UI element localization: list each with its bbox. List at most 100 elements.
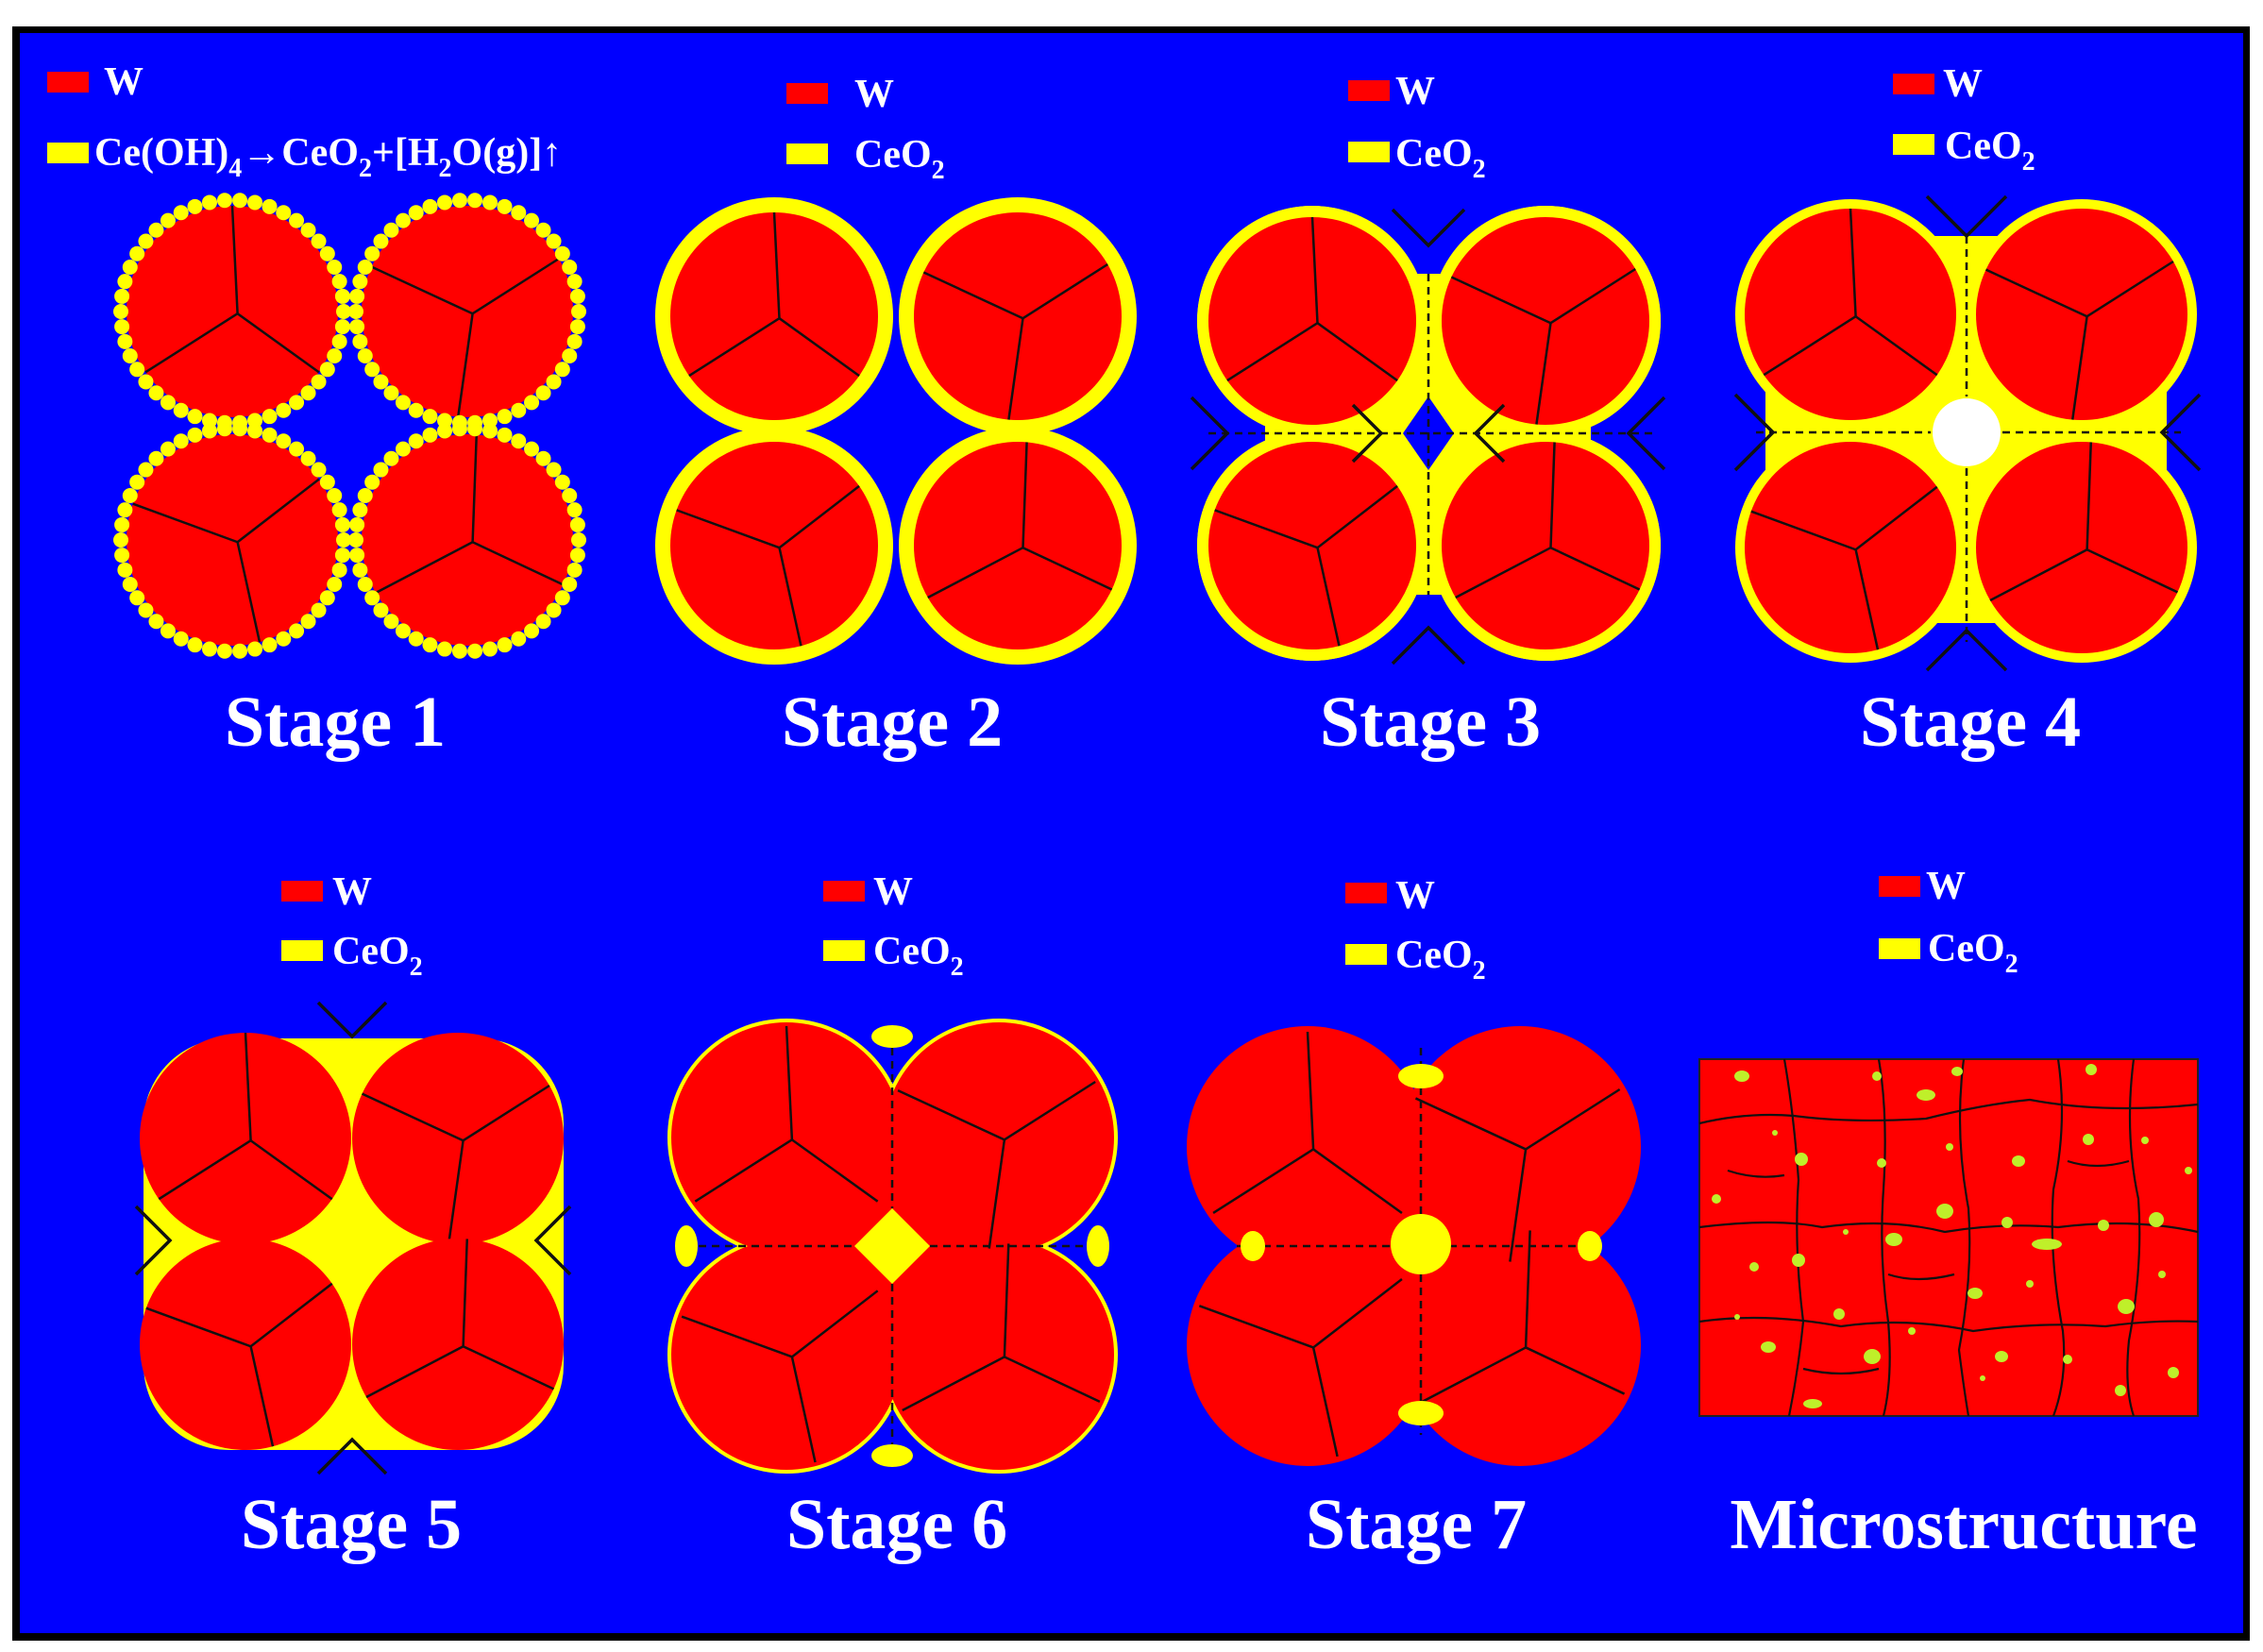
grain-boundary xyxy=(1698,1098,2199,1125)
ce-hydroxide-particle xyxy=(383,614,399,630)
legend-label-ceo2: CeO2 xyxy=(1928,927,2018,979)
stage-label: Stage 4 xyxy=(1860,683,2081,762)
legend-swatch-w xyxy=(47,72,89,93)
ceria-particle xyxy=(1772,1130,1778,1136)
legend-microstructure: W CeO2 xyxy=(1879,865,2018,979)
grain-boundary xyxy=(772,211,781,319)
ce-hydroxide-particle xyxy=(357,487,373,503)
legend-swatch-w xyxy=(1345,883,1387,903)
ceria-particle xyxy=(2001,1217,2013,1228)
ce-hydroxide-particle xyxy=(187,409,203,425)
ce-hydroxide-particle xyxy=(201,413,217,429)
ceria-pocket xyxy=(871,1025,913,1048)
ce-hydroxide-particle xyxy=(289,441,305,457)
ce-hydroxide-particle xyxy=(569,548,585,564)
ce-hydroxide-particle xyxy=(327,487,343,503)
legend-label-w: W xyxy=(1926,865,1966,908)
tungsten-grains xyxy=(1190,206,1666,666)
grain-boundary xyxy=(1525,1346,1626,1395)
grain-boundary xyxy=(1022,442,1028,548)
ce-hydroxide-particle xyxy=(319,590,335,606)
ce-hydroxide-particle xyxy=(383,385,399,401)
tungsten-grain xyxy=(1745,209,1956,420)
ce-hydroxide-particle xyxy=(138,602,154,618)
legend-swatch-w xyxy=(1348,80,1390,101)
ceria-particle xyxy=(2158,1271,2166,1278)
neck-growth-arrow xyxy=(134,1205,173,1276)
tungsten-grain xyxy=(362,434,573,646)
ceria-particle xyxy=(1398,1064,1444,1088)
ceria-particle xyxy=(2063,1355,2072,1364)
ce-hydroxide-particle xyxy=(566,333,583,349)
grain-boundary xyxy=(1957,1058,1971,1417)
microstructure-field xyxy=(1698,1058,2199,1417)
ceria-particle xyxy=(2083,1134,2094,1145)
grain-boundary xyxy=(1004,1080,1096,1141)
ce-hydroxide-particle xyxy=(331,502,347,518)
ce-hydroxide-particle xyxy=(562,577,578,593)
ce-hydroxide-particle xyxy=(562,259,578,275)
ce-hydroxide-particle xyxy=(216,193,232,209)
ce-hydroxide-particle xyxy=(173,631,189,647)
ce-hydroxide-particle xyxy=(395,623,411,639)
ceria-particle xyxy=(1795,1153,1808,1166)
ceria-pocket xyxy=(871,1444,913,1467)
ce-hydroxide-particle xyxy=(262,637,278,653)
grain-boundary xyxy=(471,434,479,543)
ce-hydroxide-particle xyxy=(148,614,164,630)
grain-boundary xyxy=(1989,548,2088,602)
ce-hydroxide-particle xyxy=(535,385,551,401)
ceria-particle xyxy=(1946,1143,1953,1151)
legend-swatch-ce xyxy=(1893,134,1934,155)
ce-hydroxide-particle xyxy=(311,602,327,618)
ce-hydroxide-particle xyxy=(408,205,424,221)
ce-hydroxide-particle xyxy=(327,259,343,275)
grain-boundary xyxy=(370,265,474,315)
ce-hydroxide-particle xyxy=(364,474,380,490)
ce-hydroxide-particle xyxy=(336,532,351,548)
grain-boundary xyxy=(778,547,802,647)
tungsten-grain xyxy=(670,212,878,420)
ce-hydroxide-particle xyxy=(535,222,551,238)
grain-boundary xyxy=(791,1138,879,1203)
ce-hydroxide-particle xyxy=(114,548,130,564)
neck-growth-arrow xyxy=(316,1001,388,1039)
ce-hydroxide-particle xyxy=(173,433,189,449)
ceria-particle xyxy=(2098,1220,2109,1231)
grain-boundary xyxy=(158,1139,252,1201)
ce-hydroxide-particle xyxy=(352,562,368,578)
ce-hydroxide-particle xyxy=(352,333,368,349)
ce-hydroxide-particle xyxy=(408,631,424,647)
ce-hydroxide-particle xyxy=(114,288,130,304)
ceria-particle xyxy=(2185,1167,2192,1174)
neck-growth-arrow xyxy=(316,1437,388,1475)
legend-label-w: W xyxy=(332,870,372,914)
ce-hydroxide-particle xyxy=(114,516,130,532)
ce-hydroxide-particle xyxy=(122,487,138,503)
ceria-particle xyxy=(2118,1299,2135,1314)
legend-stage-1: W Ce(OH)4→CeO2+[H2O(g)]↑ xyxy=(47,60,562,183)
ce-hydroxide-particle xyxy=(524,623,540,639)
grain-boundary xyxy=(249,1345,275,1447)
ce-hydroxide-particle xyxy=(373,602,389,618)
grain-boundary xyxy=(144,312,239,374)
grain-boundary xyxy=(1549,547,1641,591)
grain-boundary xyxy=(1306,1031,1315,1150)
ceria-pocket xyxy=(854,1208,930,1284)
panel-stage-5: W CeO2 Stage 5 xyxy=(134,870,572,1564)
ce-hydroxide-particle xyxy=(569,516,585,532)
ce-hydroxide-particle xyxy=(129,474,145,490)
grain-boundary xyxy=(902,1356,1005,1412)
legend-stage-3: W CeO2 xyxy=(1348,70,1486,184)
ce-hydroxide-particle xyxy=(160,395,176,411)
legend-swatch-ce xyxy=(1879,938,1920,959)
ce-hydroxide-particle xyxy=(173,205,189,221)
ce-hydroxide-particle xyxy=(247,641,263,657)
ce-hydroxide-particle xyxy=(334,516,350,532)
ce-hydroxide-particle xyxy=(436,641,452,657)
ce-hydroxide-particle xyxy=(232,193,248,209)
ce-hydroxide-particle xyxy=(113,304,128,319)
stage-label: Microstructure xyxy=(1730,1485,2197,1564)
ce-hydroxide-particle xyxy=(554,590,570,606)
grain-boundary xyxy=(463,1345,555,1391)
